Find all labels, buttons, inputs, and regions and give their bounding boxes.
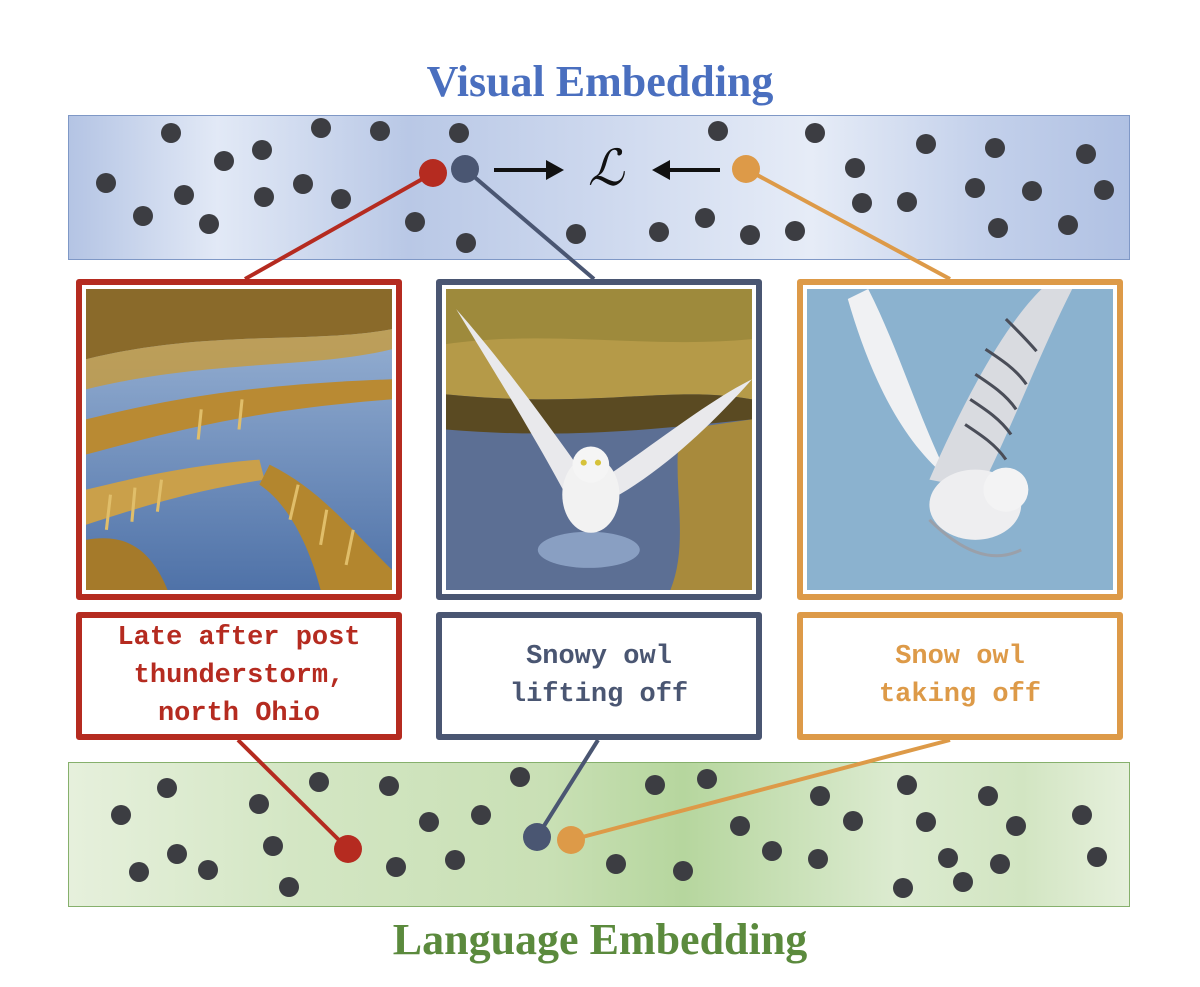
owl-water-photo-image — [446, 289, 752, 590]
loss-symbol: ℒ — [587, 139, 624, 197]
language-embedding-space — [68, 762, 1130, 907]
caption-field-text: Late after post thunderstorm, north Ohio — [117, 623, 361, 729]
language-embedding-title: Language Embedding — [392, 915, 808, 964]
caption-snowy-owl-text: Snowy owl lifting off — [509, 642, 689, 710]
owl-sky-photo-image — [807, 289, 1113, 590]
field-photo — [76, 279, 402, 600]
caption-field: Late after post thunderstorm, north Ohio — [76, 612, 402, 740]
caption-snow-owl-text: Snow owl taking off — [878, 642, 1042, 710]
owl-water-photo — [436, 279, 762, 600]
visual-embedding-title: Visual Embedding — [426, 57, 774, 106]
caption-snow-owl: Snow owl taking off — [797, 612, 1123, 740]
owl-sky-photo — [797, 279, 1123, 600]
field-photo-image — [86, 289, 392, 590]
caption-snowy-owl: Snowy owl lifting off — [436, 612, 762, 740]
